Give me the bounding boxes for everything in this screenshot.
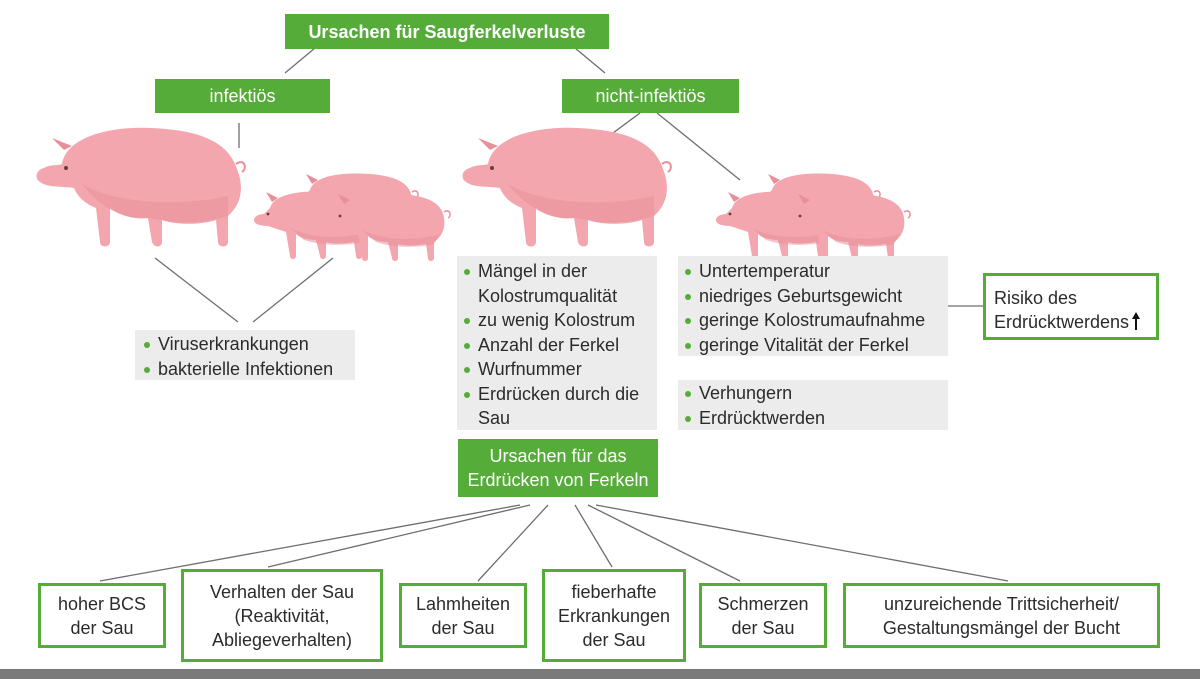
sow-illustration-right bbox=[461, 126, 672, 248]
crushing-causes-title: Ursachen für das Erdrücken von Ferkeln bbox=[458, 439, 658, 497]
connector-line bbox=[656, 112, 741, 181]
cause-box: hoher BCS der Sau bbox=[38, 583, 166, 648]
list-item: Wurfnummer bbox=[461, 357, 655, 382]
connector-line bbox=[284, 47, 316, 74]
branch-infectious: infektiös bbox=[155, 79, 330, 113]
list-item: Erdrücken durch die Sau bbox=[461, 382, 655, 431]
diagram-title: Ursachen für Saugferkelverluste bbox=[285, 14, 609, 49]
connector-line bbox=[267, 504, 531, 568]
connector-line bbox=[477, 504, 549, 582]
list-item: bakterielle Infektionen bbox=[141, 357, 349, 382]
connector-line bbox=[574, 504, 613, 568]
arrow-up-icon bbox=[1132, 312, 1141, 330]
connector-line bbox=[99, 504, 521, 582]
list-item: Viruserkrankungen bbox=[141, 332, 349, 357]
connector-line bbox=[587, 504, 741, 582]
list-item: geringe Vitalität der Ferkel bbox=[682, 333, 946, 358]
sow-illustration-left bbox=[35, 126, 246, 248]
list-item: Mängel in der Kolostrumqualität bbox=[461, 259, 655, 308]
cause-box: Schmerzen der Sau bbox=[699, 583, 827, 648]
list-item: Untertemperatur bbox=[682, 259, 946, 284]
connector-line bbox=[154, 257, 239, 323]
list-item: Verhungern bbox=[682, 381, 946, 406]
list-item: zu wenig Kolostrum bbox=[461, 308, 655, 333]
sow-causes-box: Mängel in der Kolostrumqualität zu wenig… bbox=[457, 256, 657, 430]
risk-label-line2: Erdrücktwerdens bbox=[994, 312, 1130, 332]
list-item: geringe Kolostrumaufnahme bbox=[682, 308, 946, 333]
list-item: Erdrücktwerden bbox=[682, 406, 946, 431]
cause-box: Verhalten der Sau (Reaktivität, Abliegev… bbox=[181, 569, 383, 662]
cause-box: unzureichende Trittsicherheit/ Gestaltun… bbox=[843, 583, 1160, 648]
connector-line bbox=[595, 504, 1009, 582]
connector-line bbox=[574, 47, 606, 74]
branch-noninfectious: nicht-infektiös bbox=[562, 79, 739, 113]
cause-box: Lahmheiten der Sau bbox=[399, 583, 527, 648]
list-item: Anzahl der Ferkel bbox=[461, 333, 655, 358]
infectious-causes-box: Viruserkrankungen bakterielle Infektione… bbox=[135, 330, 355, 380]
risk-label-line1: Risiko des bbox=[994, 288, 1078, 308]
risk-box: Risiko des Erdrücktwerdens bbox=[983, 273, 1159, 340]
cause-box: fieberhafte Erkrankungen der Sau bbox=[542, 569, 686, 662]
list-item: niedriges Geburtsgewicht bbox=[682, 284, 946, 309]
piglet-causes-box: Untertemperatur niedriges Geburtsgewicht… bbox=[678, 256, 948, 356]
piglet-outcomes-box: Verhungern Erdrücktwerden bbox=[678, 380, 948, 430]
connector-line bbox=[252, 257, 334, 323]
bottom-bar bbox=[0, 669, 1200, 679]
